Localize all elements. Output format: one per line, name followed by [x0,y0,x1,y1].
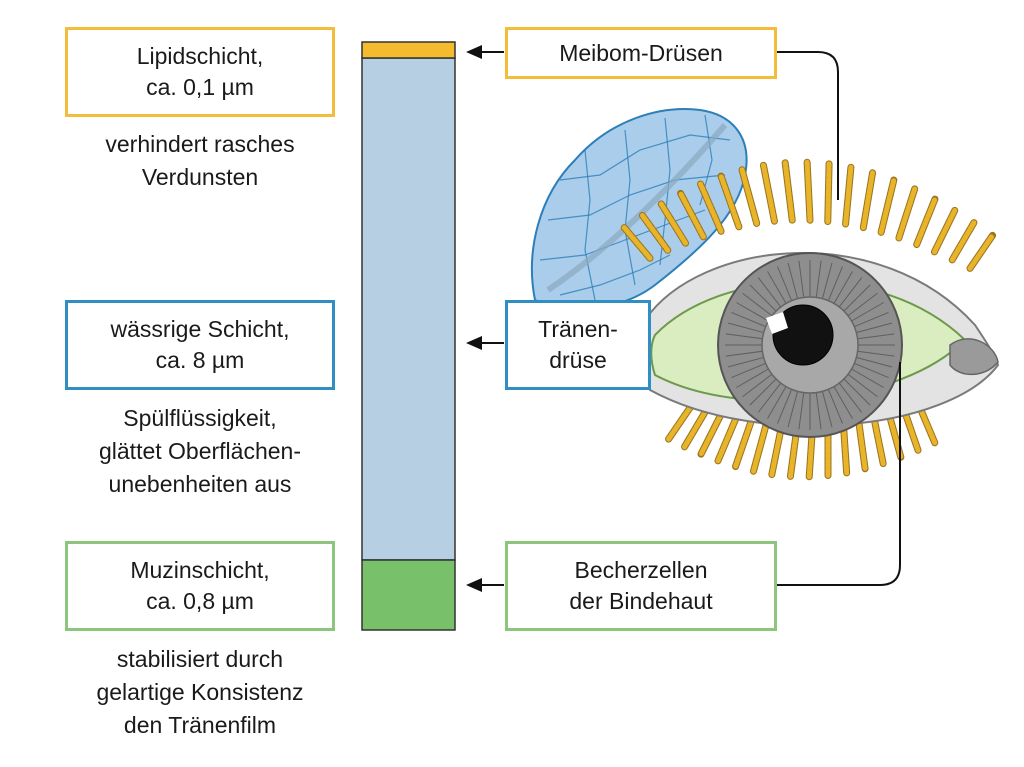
eyelash-texture [658,201,689,246]
meibomian-glands-text: Meibom-Drüsen [559,39,723,66]
tear-film-column [361,41,456,631]
goblet-cells-line-2: der Bindehaut [569,588,713,614]
lacrimal-lobule-line [539,209,706,261]
eyelash-texture [914,196,938,248]
mucin-layer-band [361,559,456,631]
meibomian-glands-label: Meibom-Drüsen [505,27,777,79]
eyelash-texture [666,405,693,442]
mucin-arrow-head [466,578,482,592]
goblet-cells-label: Becherzellen der Bindehaut [505,541,777,631]
mucin-layer-description: stabilisiert durch gelartige Konsistenz … [55,643,345,742]
eye-illustration [531,108,1000,481]
lipid-arrow-head [466,45,482,59]
eyelash-texture [682,409,708,450]
eyelash-texture [715,415,739,464]
eyelash-texture [917,405,938,446]
lacrimal-gland-line-1: Tränen- [538,316,618,342]
eyelash-texture [698,412,724,457]
aqueous-desc-line-3: unebenheiten aus [108,471,292,497]
eyelash-texture [804,159,813,223]
lacrimal-gland-line-2: drüse [549,347,607,373]
lipid-title-line-2: ca. 0,1 µm [146,74,254,100]
aqueous-layer-band [361,57,456,561]
eyelash-texture [860,170,876,231]
aqueous-layer-label: wässrige Schicht, ca. 8 µm [65,300,335,390]
lipid-layer-band [361,41,456,59]
eyelash-texture [782,160,795,223]
eyelash-texture [949,220,977,263]
aqueous-desc-line-2: glättet Oberflächen- [98,438,301,464]
aqueous-arrow-head [466,336,482,350]
eyelash-texture [750,420,770,474]
lipid-layer-label: Lipidschicht, ca. 0,1 µm [65,27,335,117]
aqueous-title-line-1: wässrige Schicht, [110,316,290,342]
aqueous-layer-description: Spülflüssigkeit, glättet Oberflächen- un… [55,402,345,501]
mucin-title-line-2: ca. 0,8 µm [146,588,254,614]
lacrimal-lobule-line [559,134,731,181]
eyelash-texture [967,232,996,271]
lacrimal-gland-duct [546,123,728,293]
eyelash-texture [878,177,897,235]
lacrimal-lobule-line [559,254,671,296]
eyelash-texture [856,418,868,472]
caruncle [949,338,999,376]
eyelash-texture [739,167,760,226]
aqueous-desc-line-1: Spülflüssigkeit, [123,405,277,431]
eyelash-texture [698,181,724,234]
eyelash-texture [718,173,742,230]
mucin-title-line-1: Muzinschicht, [130,557,270,583]
eyelash-texture [843,164,854,227]
goblet-cells-line-1: Becherzellen [574,557,708,583]
eye-highlight [766,312,788,334]
mucin-desc-line-3: den Tränenfilm [123,712,277,738]
mucin-desc-line-2: gelartige Konsistenz [96,679,304,705]
lipid-desc-line-2: Verdunsten [141,164,259,190]
lower-eyelashes [665,404,939,481]
eyelash-texture [621,225,653,261]
eyelash-texture [902,409,921,453]
lacrimal-gland-label: Tränen- drüse [505,300,651,390]
aqueous-title-line-2: ca. 8 µm [155,347,245,373]
lipid-desc-line-1: verhindert rasches [105,131,295,157]
eyelash-texture [871,415,886,467]
eyelash-texture [931,207,958,255]
connectors [466,45,901,592]
eyelash-texture [732,418,754,470]
eyelash-texture [639,212,671,253]
lipid-layer-description: verhindert rasches Verdunsten [55,128,345,194]
mucin-layer-label: Muzinschicht, ca. 0,8 µm [65,541,335,631]
lacrimal-lobule-line [624,129,636,286]
eyelash-texture [886,412,904,460]
upper-eyelashes [620,158,997,272]
mucin-desc-line-1: stabilisiert durch [116,646,284,672]
eyelash-texture [760,162,777,224]
eyelash-texture [678,190,706,240]
goblet-leader-line [777,362,901,586]
lacrimal-lobule-line [584,149,596,301]
eyelash-texture [896,186,918,241]
pupil [772,304,834,366]
lipid-title-line-1: Lipidschicht, [136,43,264,69]
eyelash-texture [825,161,832,225]
lacrimal-lobule-line [547,174,726,221]
meibomian-leader-line [777,51,839,200]
